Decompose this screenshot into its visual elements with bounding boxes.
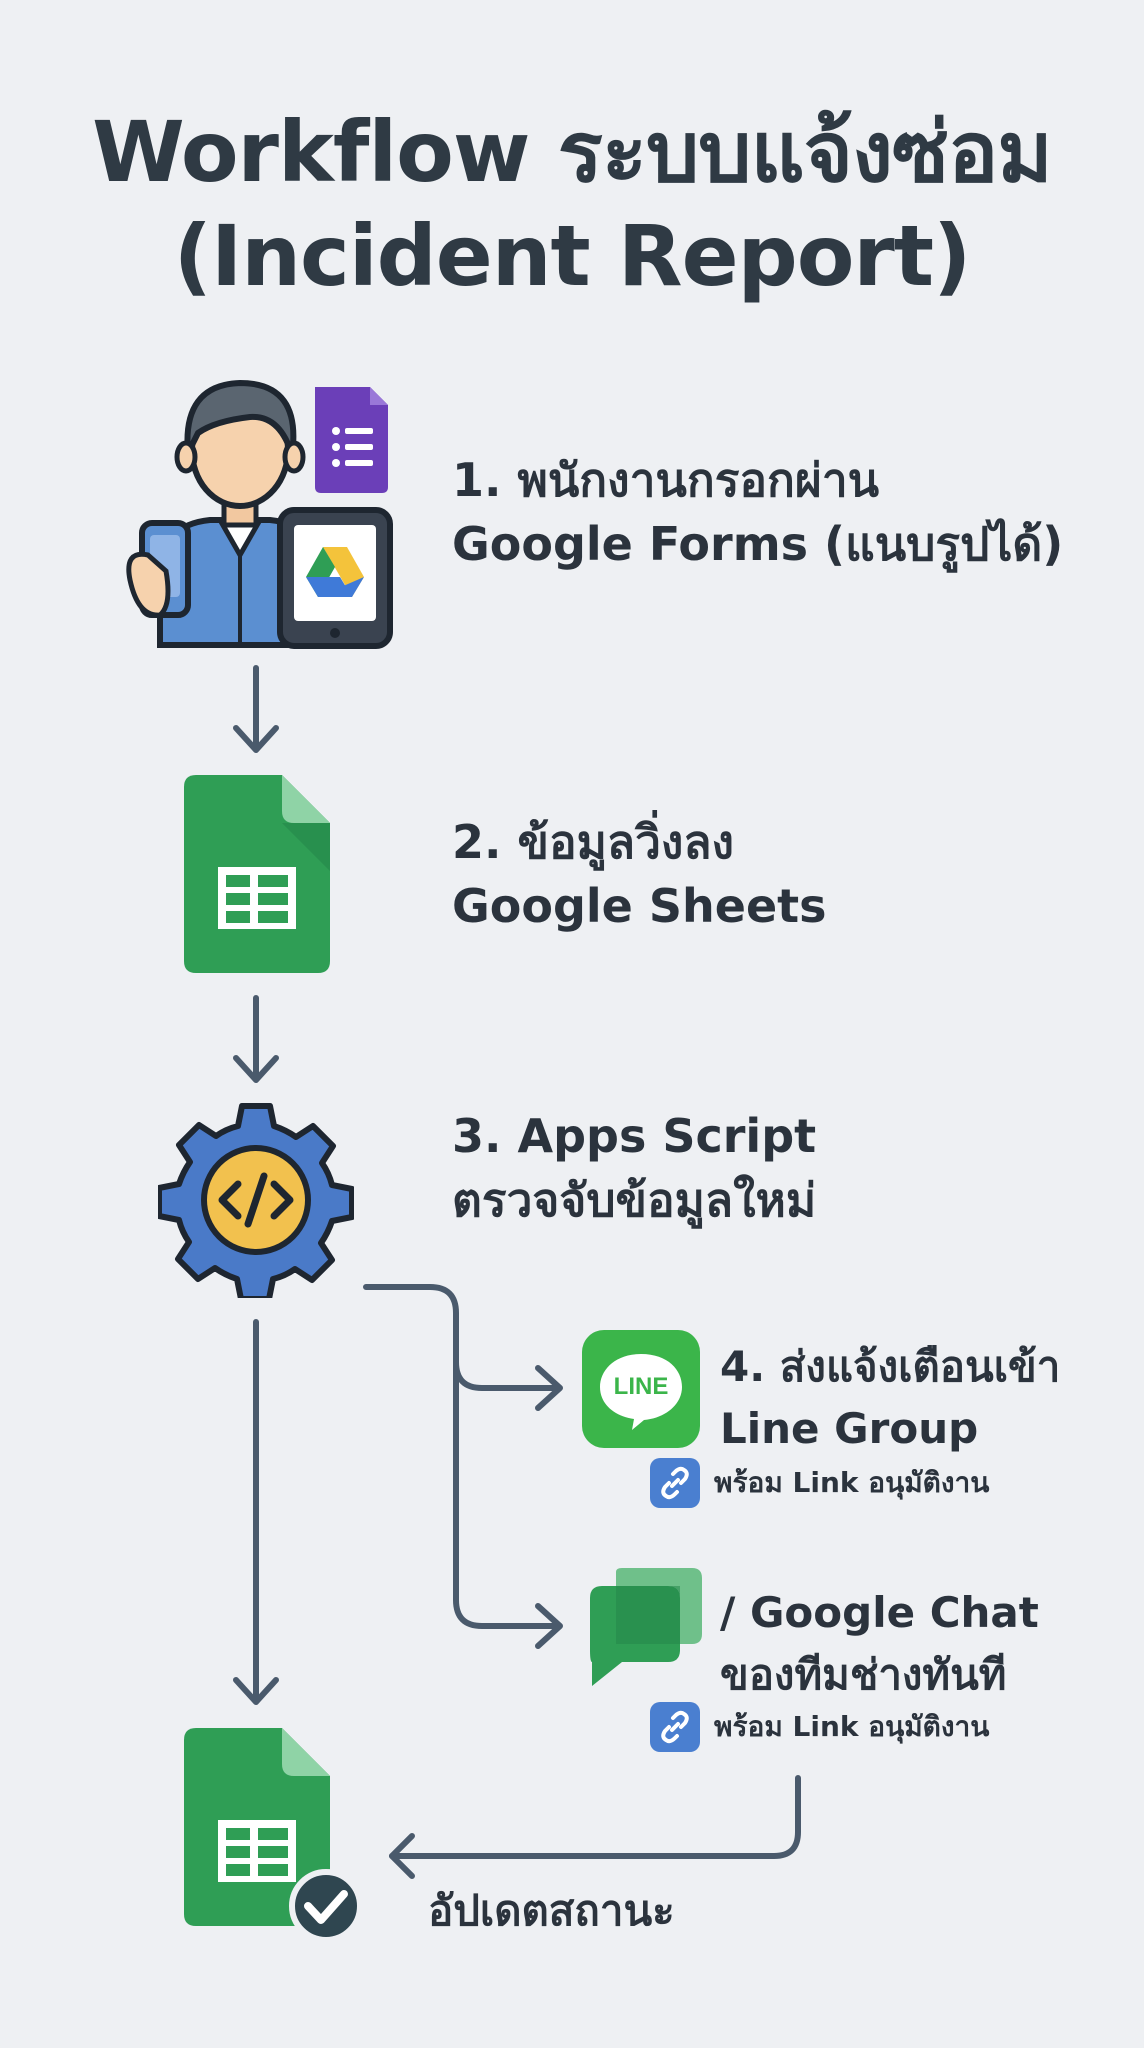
checkmark-badge-icon [289, 1869, 363, 1938]
step-2-label: 2. ข้อมูลวิ่งลง Google Sheets [452, 810, 827, 938]
step-3-label: 3. Apps Script ตรวจจับข้อมูลใหม่ [452, 1104, 816, 1232]
step-3-title: 3. Apps Script [452, 1109, 817, 1163]
line-app-icon: LINE [582, 1330, 700, 1448]
google-sheets-check-icon [184, 1728, 363, 1938]
apps-script-gear-icon [158, 1103, 354, 1298]
user-with-phone-tablet-forms-icon [126, 379, 393, 649]
google-forms-icon [315, 387, 388, 493]
step-3-subtitle: ตรวจจับข้อมูลใหม่ [452, 1173, 817, 1227]
step-4-approval-link[interactable]: พร้อม Link อนุมัติงาน [650, 1458, 989, 1508]
title-line-1: Workflow ระบบแจ้งซ่อม [92, 103, 1053, 201]
step-5-title: / Google Chat [720, 1588, 1039, 1637]
arrow-3-branch [363, 1284, 561, 1629]
step-4-title: 4. ส่งแจ้งเตือนเข้า [720, 1342, 1061, 1391]
step-4-subtitle: Line Group [720, 1404, 979, 1453]
step-2-subtitle: Google Sheets [452, 879, 827, 933]
link-icon [650, 1702, 700, 1752]
step-4-label: 4. ส่งแจ้งเตือนเข้า Line Group [720, 1336, 1060, 1460]
link-icon [650, 1458, 700, 1508]
step-5-subtitle: ของทีมช่างทันที [720, 1650, 1007, 1699]
arrow-chat-final [389, 1775, 801, 1859]
title-line-2: (Incident Report) [173, 207, 972, 305]
google-chat-icon [590, 1568, 702, 1686]
step-1-label: 1. พนักงานกรอกผ่าน Google Forms (แนบรูปไ… [452, 448, 1063, 576]
google-drive-icon [306, 547, 364, 597]
step-5-approval-link[interactable]: พร้อม Link อนุมัติงาน [650, 1702, 989, 1752]
step-2-title: 2. ข้อมูลวิ่งลง [452, 815, 735, 869]
update-status-label: อัปเดตสถานะ [428, 1886, 675, 1935]
google-sheets-icon [184, 775, 330, 973]
page-title: Workflow ระบบแจ้งซ่อม (Incident Report) [0, 100, 1144, 308]
line-chat-bubble-icon [600, 1354, 682, 1430]
line-logo-text: LINE [613, 1373, 669, 1400]
approval-link-text: พร้อม Link อนุมัติงาน [714, 1710, 990, 1743]
step-1-subtitle: Google Forms (แนบรูปได้) [452, 517, 1064, 571]
step-1-title: 1. พนักงานกรอกผ่าน [452, 453, 880, 507]
step-5-label: / Google Chat ของทีมช่างทันที [720, 1582, 1039, 1706]
approval-link-text: พร้อม Link อนุมัติงาน [714, 1466, 990, 1499]
